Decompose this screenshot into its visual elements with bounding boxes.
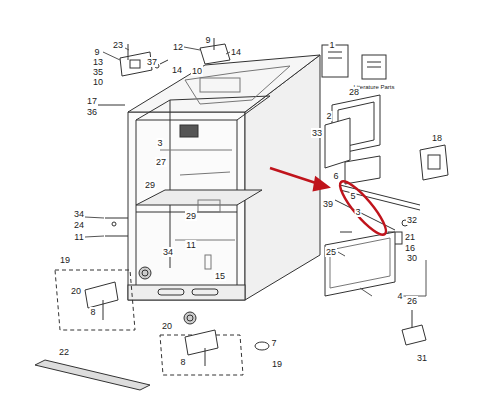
callout-number: 27 — [155, 157, 167, 167]
callout-number: 21 — [404, 232, 416, 242]
callout-number: 7 — [270, 338, 277, 348]
callout-number: 25 — [325, 247, 337, 257]
callout-number: 15 — [214, 271, 226, 281]
callout-number: 28 — [348, 87, 360, 97]
callout-number: 22 — [58, 347, 70, 357]
callout-number: 17 — [86, 96, 98, 106]
callout-number: 36 — [86, 107, 98, 117]
callout-number: 16 — [404, 243, 416, 253]
callout-number: 9 — [204, 35, 211, 45]
callout-number: 24 — [73, 220, 85, 230]
callout-number: 1 — [328, 40, 335, 50]
callout-number: 19 — [271, 359, 283, 369]
callout-number: 2 — [325, 111, 332, 121]
callout-number: 4 — [396, 291, 403, 301]
callout-number: 8 — [179, 357, 186, 367]
callout-number: 3 — [354, 207, 361, 217]
callout-number: 18 — [431, 133, 443, 143]
callout-number: 30 — [406, 253, 418, 263]
callout-number: 11 — [185, 240, 196, 250]
callout-number: 9 — [93, 47, 100, 57]
callout-number: 10 — [191, 66, 203, 76]
callout-number: 29 — [185, 211, 197, 221]
callout-number: 35 — [92, 67, 104, 77]
callout-number: 33 — [311, 128, 323, 138]
callout-number: 5 — [349, 191, 356, 201]
callout-number: 11 — [73, 232, 84, 242]
callout-number: 20 — [70, 286, 82, 296]
callout-number: 6 — [332, 171, 339, 181]
callout-number: 26 — [406, 296, 418, 306]
callout-number: 8 — [89, 307, 96, 317]
callout-number: 32 — [406, 215, 418, 225]
callout-number: 10 — [92, 77, 104, 87]
callout-number: 31 — [416, 353, 428, 363]
callout-number: 39 — [322, 199, 334, 209]
callout-number: 14 — [171, 65, 183, 75]
callout-number: 34 — [162, 247, 174, 257]
callout-number: 14 — [230, 47, 242, 57]
callout-number: 13 — [92, 57, 104, 67]
callout-number: 37 — [146, 57, 158, 67]
callout-number: 12 — [172, 42, 184, 52]
callout-number: 29 — [144, 180, 156, 190]
callout-number: 34 — [73, 209, 85, 219]
callout-number: 3 — [156, 138, 163, 148]
callout-number: 19 — [59, 255, 71, 265]
callout-number: 20 — [161, 321, 173, 331]
callout-number: 23 — [112, 40, 124, 50]
